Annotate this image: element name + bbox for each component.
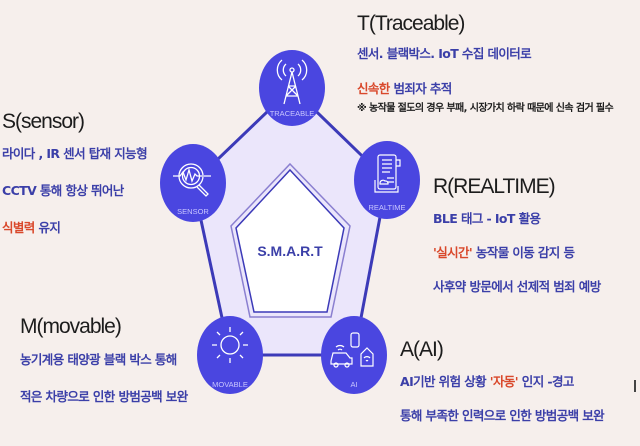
section-title: T(Traceable) (357, 12, 465, 35)
node-traceable[interactable]: TRACEABLE (259, 50, 325, 126)
section-title: R(REALTIME) (433, 175, 556, 198)
radio-tower-icon (276, 59, 308, 105)
section-sensor: S(sensor) 라이다 , IR 센서 탑재 지능형 CCTV 통해 항상 … (2, 110, 148, 236)
edge-mark (634, 380, 636, 392)
sun-icon (212, 327, 248, 363)
section-text: 농작물 이동 감지 등 (472, 245, 575, 260)
node-label: REALTIME (369, 203, 406, 212)
section-line: BLE 태그 - IoT 활용 (433, 211, 541, 226)
smart-car-home-icon (330, 332, 374, 368)
highlight-text: '실시간' (433, 245, 473, 260)
section-text: 범죄자 추적 (389, 81, 452, 96)
section-line: 농기계용 태양광 블랙 박스 통해 (20, 352, 177, 367)
highlight-text: 신속한 (357, 81, 390, 96)
inner-pentagon-outline (230, 162, 351, 318)
section-traceable: T(Traceable) 센서. 블랙박스. IoT 수집 데이터로 신속한 범… (357, 12, 614, 114)
section-line: 신속한 범죄자 추적 (357, 81, 613, 97)
section-line: AI기반 위험 상황 '자동' 인지 -경고 (400, 374, 604, 390)
node-ai[interactable]: AI (321, 316, 387, 394)
section-line: 라이다 , IR 센서 탑재 지능형 (2, 146, 148, 161)
section-text: AI기반 위험 상황 (400, 374, 490, 389)
magnifier-signal-icon (173, 163, 211, 197)
section-line: 적은 차량으로 인한 방범공백 보완 (20, 389, 188, 404)
document-cloud-icon (374, 154, 401, 193)
section-ai: A(AI) AI기반 위험 상황 '자동' 인지 -경고 통해 부족한 인력으로… (400, 338, 605, 424)
section-title: A(AI) (400, 338, 444, 361)
node-movable[interactable]: MOVABLE (197, 316, 263, 394)
node-label: AI (350, 380, 357, 389)
section-text: 유지 (34, 220, 61, 235)
inner-pentagon (235, 168, 345, 313)
section-title: S(sensor) (2, 110, 85, 133)
highlight-text: 식별력 (2, 220, 35, 235)
node-realtime[interactable]: REALTIME (354, 141, 420, 219)
section-realtime: R(REALTIME) BLE 태그 - IoT 활용 '실시간' 농작물 이동… (433, 175, 601, 295)
section-note: ※ 농작물 절도의 경우 부패, 시장가치 하락 때문에 신속 검거 필수 (357, 103, 614, 114)
node-label: SENSOR (177, 207, 209, 216)
section-title: M(movable) (20, 315, 122, 338)
section-line: 사후약 방문에서 선제적 범죄 예방 (433, 279, 601, 294)
section-line: CCTV 통해 항상 뛰어난 (2, 183, 124, 198)
section-line: 식별력 유지 (2, 220, 147, 236)
node-label: TRACEABLE (270, 109, 315, 118)
section-text: 인지 -경고 (518, 374, 575, 389)
section-line: 통해 부족한 인력으로 인한 방범공백 보완 (400, 408, 605, 423)
section-line: '실시간' 농작물 이동 감지 등 (433, 245, 601, 261)
highlight-text: '자동' (489, 374, 519, 389)
section-movable: M(movable) 농기계용 태양광 블랙 박스 통해 적은 차량으로 인한 … (20, 315, 188, 405)
section-line: 센서. 블랙박스. IoT 수집 데이터로 (357, 46, 532, 61)
center-label: S.M.A.R.T (257, 243, 323, 259)
node-label: MOVABLE (212, 380, 248, 389)
node-sensor[interactable]: SENSOR (160, 144, 226, 222)
